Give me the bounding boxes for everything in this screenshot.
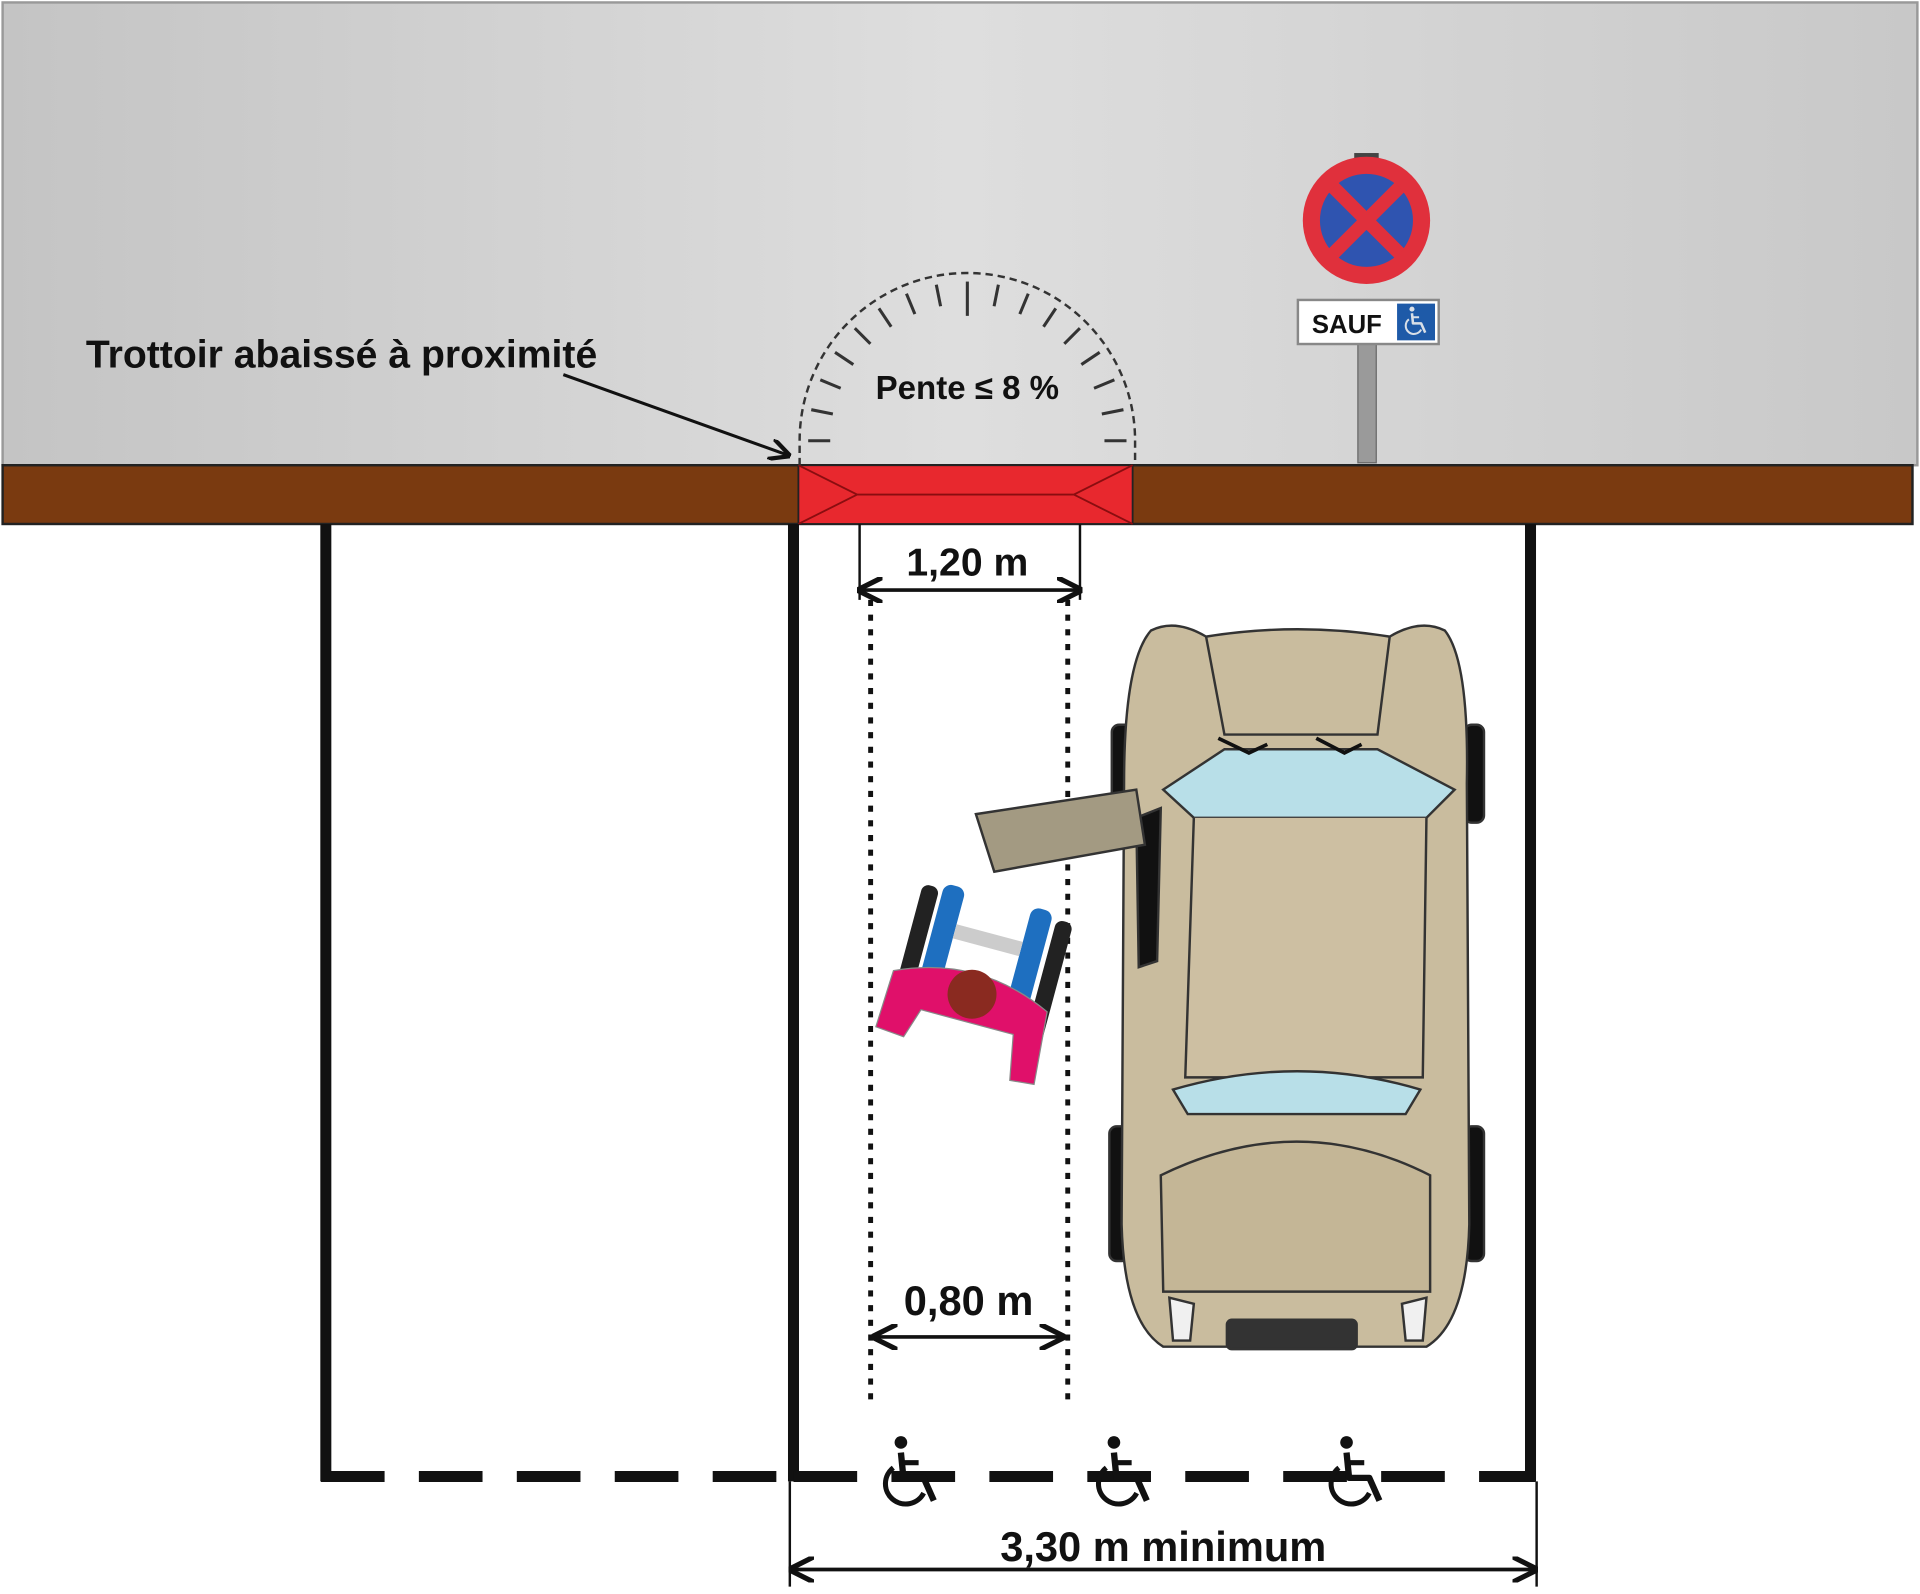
protractor-tick bbox=[819, 378, 842, 390]
protractor-tick bbox=[853, 327, 872, 345]
protractor-tick bbox=[905, 293, 917, 315]
car-icon bbox=[974, 624, 1486, 1351]
sign-text: SAUF bbox=[1312, 311, 1382, 339]
transfer-aisle-lines bbox=[868, 599, 1071, 1408]
protractor-tick bbox=[1042, 307, 1058, 328]
protractor-icon bbox=[798, 271, 1137, 466]
protractor-tick bbox=[810, 408, 834, 416]
protractor-tick bbox=[877, 307, 893, 328]
protractor-tick bbox=[1018, 293, 1030, 315]
protractor-tick bbox=[1080, 351, 1101, 366]
protractor-tick bbox=[1101, 408, 1124, 416]
ramp-width-label: 1,20 m bbox=[906, 541, 1028, 584]
protractor-tick bbox=[1093, 378, 1115, 390]
no-parking-sign-icon bbox=[1296, 153, 1440, 464]
protractor-tick bbox=[992, 284, 1000, 307]
curb-note-arrow bbox=[562, 373, 788, 456]
space-width-label: 3,30 m minimum bbox=[1000, 1523, 1326, 1570]
protractor-tick bbox=[834, 351, 855, 366]
protractor-tick bbox=[934, 284, 943, 307]
protractor-tick bbox=[1063, 327, 1081, 345]
wheelchair-symbol-icon bbox=[885, 1436, 933, 1504]
lowered-curb bbox=[797, 464, 1134, 525]
slope-label: Pente ≤ 8 % bbox=[876, 370, 1059, 407]
aisle-width-label: 0,80 m bbox=[904, 1277, 1034, 1324]
wheelchair-symbol-icon bbox=[1331, 1436, 1379, 1504]
wheelchair-symbol-icon bbox=[1098, 1436, 1146, 1504]
road bbox=[1, 1, 1919, 467]
wheelchair-user-icon bbox=[875, 884, 1072, 1086]
curb-note-label: Trottoir abaissé à proximité bbox=[86, 333, 597, 376]
